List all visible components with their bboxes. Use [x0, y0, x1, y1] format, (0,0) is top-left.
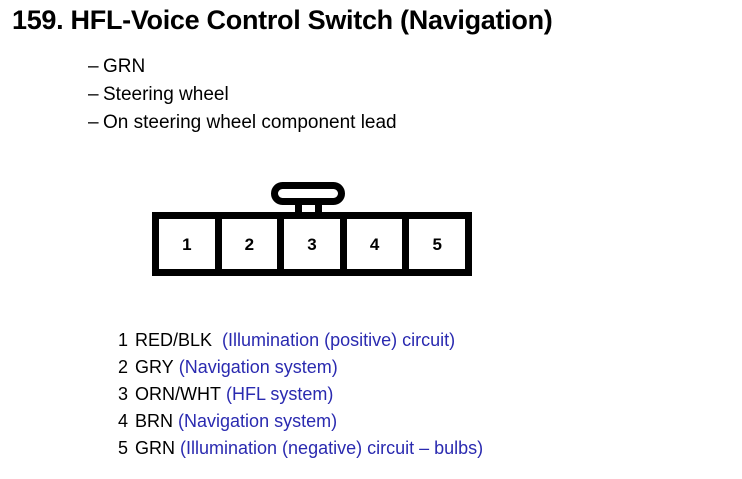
dash-bullet-icon: –	[88, 112, 99, 133]
connector-diagram: 1 2 3 4 5	[152, 180, 474, 278]
pin-legend-row: 3 ORN/WHT (HFL system)	[118, 381, 718, 408]
spec-list: –GRN –Steering wheel –On steering wheel …	[88, 53, 648, 137]
pin-number-label: 2	[118, 357, 129, 377]
pin-description-label: (HFL system)	[226, 384, 334, 404]
spec-list-item: –On steering wheel component lead	[88, 109, 648, 137]
spec-list-item-label: Steering wheel	[103, 84, 229, 105]
connector-cavity-4: 4	[346, 219, 410, 269]
locking-tab-icon	[271, 182, 345, 205]
cavity-number-label: 4	[369, 234, 380, 254]
pin-wire-color-label: GRN	[135, 438, 175, 458]
pin-wire-color-label: GRY	[135, 357, 174, 377]
pin-description-label: (Illumination (positive) circuit)	[222, 330, 456, 350]
connector-body: 1 2 3 4 5	[152, 212, 472, 276]
pin-number-label: 5	[118, 438, 129, 458]
cavity-number-label: 3	[307, 234, 317, 254]
cavity-number-label: 1	[182, 234, 192, 254]
pin-description-label: (Navigation system)	[178, 411, 338, 431]
pin-description-label: (Navigation system)	[178, 357, 338, 377]
connector-cavity-2: 2	[221, 219, 285, 269]
connector-cavity-3: 3	[284, 219, 347, 269]
pin-wire-color-label: ORN/WHT	[135, 384, 221, 404]
cavity-number-label: 5	[432, 234, 442, 254]
dash-bullet-icon: –	[88, 56, 99, 77]
pin-number-label: 3	[118, 384, 129, 404]
pin-legend: 1 RED/BLK (Illumination (positive) circui…	[118, 327, 718, 462]
connector-cavity-1: 1	[159, 219, 222, 269]
pin-legend-row: 4 BRN (Navigation system)	[118, 408, 718, 435]
page-title: 159. HFL-Voice Control Switch (Navigatio…	[12, 5, 553, 35]
spec-list-item-label: GRN	[103, 56, 146, 77]
spec-list-item-label: On steering wheel component lead	[103, 112, 397, 133]
connector-cavity-5: 5	[409, 219, 465, 269]
dash-bullet-icon: –	[88, 84, 99, 105]
pin-legend-row: 1 RED/BLK (Illumination (positive) circui…	[118, 327, 718, 354]
pin-legend-row: 5 GRN (Illumination (negative) circuit – …	[118, 435, 718, 462]
spec-list-item: –Steering wheel	[88, 81, 648, 109]
pin-number-label: 4	[118, 411, 129, 431]
spec-list-item: –GRN	[88, 53, 648, 81]
pin-wire-color-label: BRN	[135, 411, 174, 431]
pin-description-label: (Illumination (negative) circuit – bulbs…	[180, 438, 484, 458]
pin-wire-color-label: RED/BLK	[135, 330, 213, 350]
pin-legend-row: 2 GRY (Navigation system)	[118, 354, 718, 381]
cavity-number-label: 2	[244, 234, 255, 254]
pin-number-label: 1	[118, 330, 129, 350]
